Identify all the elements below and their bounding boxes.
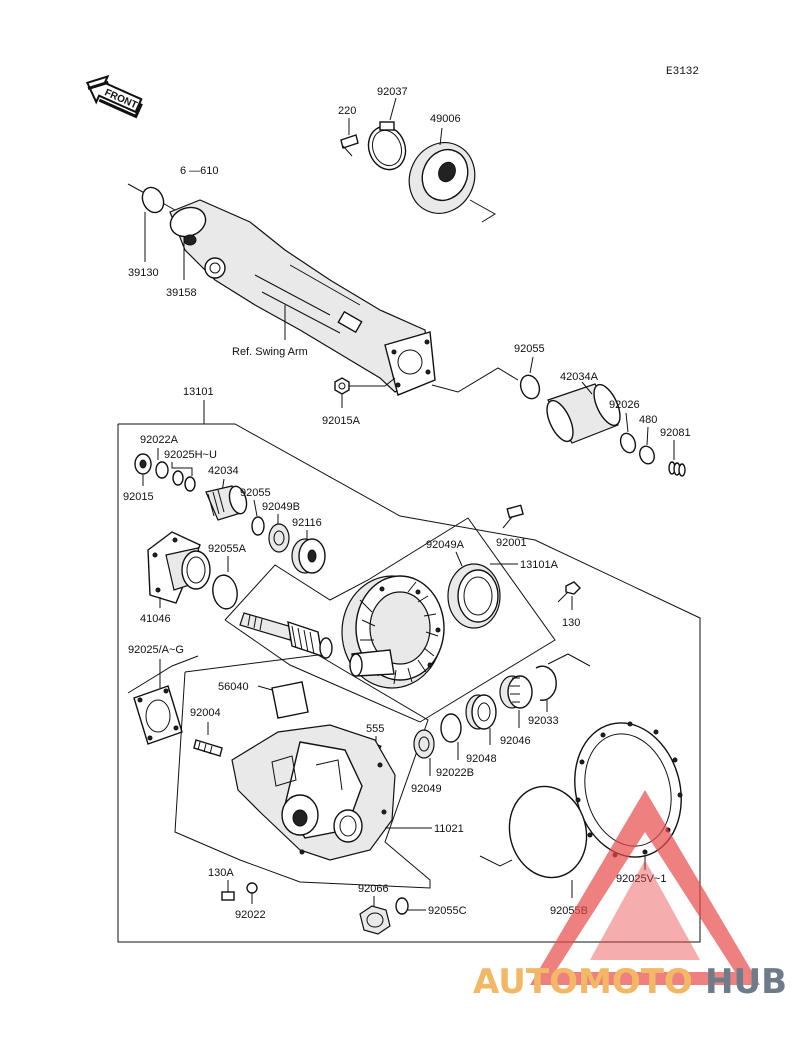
washer-92022 [246,882,258,894]
case-sub-frame [174,654,431,889]
label-92048: 92048 [466,753,497,765]
label-39130: 39130 [128,267,159,279]
label-92022B: 92022B [436,767,474,779]
drain-plug-92066 [359,905,391,935]
label-92049B: 92049B [262,501,300,513]
label-92055C: 92055C [428,905,467,917]
nut-92015 [134,453,152,475]
label-92015A: 92015A [322,415,361,427]
label-39158: 39158 [166,287,197,299]
nut-92015A [334,377,396,408]
label-92026: 92026 [609,399,640,411]
ring-gear-13101A [341,575,445,689]
bolt-92001 [502,504,524,529]
label-92015: 92015 [123,491,154,503]
label-92049A: 92049A [426,539,465,551]
label-92037: 92037 [377,86,408,98]
needle-bearing-92046 [499,675,533,709]
label-92004: 92004 [190,707,221,719]
clamp-92037 [367,97,407,171]
label-49006: 49006 [430,113,461,125]
label-42034A: 42034A [560,371,599,383]
label-11021: 11021 [434,823,464,835]
watermark-text-hub: HUB [705,962,787,1002]
bolt-130A [221,888,235,901]
final-gear-case-11021 [231,724,396,861]
label-92001: 92001 [496,537,527,549]
label-92055: 92055 [240,487,271,499]
o-ring-92022B [440,713,462,743]
boot-49006 [408,127,496,223]
washer-92022A [155,461,169,479]
o-ring-92055A [212,574,238,610]
seal-92049B [268,523,290,553]
stud-92004 [193,739,223,757]
bolt-130 [557,581,581,603]
pinion-gear [239,612,333,659]
label-92025V1: 92025V~1 [616,873,666,885]
front-arrow-icon: FRONT [85,74,143,119]
label-92022A: 92022A [140,434,179,446]
label-92055A: 92055A [208,543,247,555]
o-ring-92055 [251,516,265,536]
label-92046: 92046 [500,735,531,747]
swing-arm-housing [127,183,436,396]
label-220: 220 [338,105,356,117]
bearing-92116 [291,538,326,574]
o-ring-92055-top [519,374,541,400]
label-92033: 92033 [528,715,559,727]
label-56040: 56040 [218,681,249,693]
ref-swing-arm-label: Ref. Swing Arm [232,346,308,358]
label-13101A: 13101A [520,559,559,571]
shim-92025-a [172,470,184,486]
label-92081: 92081 [660,427,691,439]
label-92025AG: 92025/A~G [128,644,184,656]
seal-92049 [413,729,435,759]
gear-sub-frame [224,517,556,723]
o-ring-92055B [508,785,588,879]
bolt-220 [340,118,359,157]
label-610: 6 —610 [180,165,219,177]
spring-92081 [668,461,686,477]
housing-41046 [147,531,211,604]
label-42034: 42034 [208,465,239,477]
circlip-92033 [535,665,557,701]
circlip-480 [639,445,655,465]
diagram-code: E3132 [666,66,699,78]
assembly-frame-13101 [117,423,701,943]
label-92025HU: 92025H~U [164,449,217,461]
coupling-42034 [205,485,248,521]
washer-92026 [619,432,637,454]
label-92055-top: 92055 [514,343,545,355]
label-130A: 130A [208,867,234,879]
label-92049: 92049 [411,783,442,795]
label-480: 480 [639,414,657,426]
label-13101: 13101 [183,386,214,398]
collar-92048 [465,694,497,730]
label-92022: 92022 [235,909,266,921]
label-92066: 92066 [358,883,389,895]
automotohub-watermark: AUTOMOTO HUB [473,790,787,1002]
watermark-text-automoto: AUTOMOTO [473,962,693,1002]
label-plate-56040 [271,681,309,719]
label-130: 130 [562,617,580,629]
label-92116: 92116 [292,517,322,529]
gasket-92025AG [133,685,183,745]
seal-92049A [447,563,501,629]
label-555: 555 [366,723,384,735]
shim-92025-b [184,476,196,492]
sleeve-42034A [546,383,621,444]
label-41046: 41046 [140,613,171,625]
o-ring-92055C [395,897,409,915]
